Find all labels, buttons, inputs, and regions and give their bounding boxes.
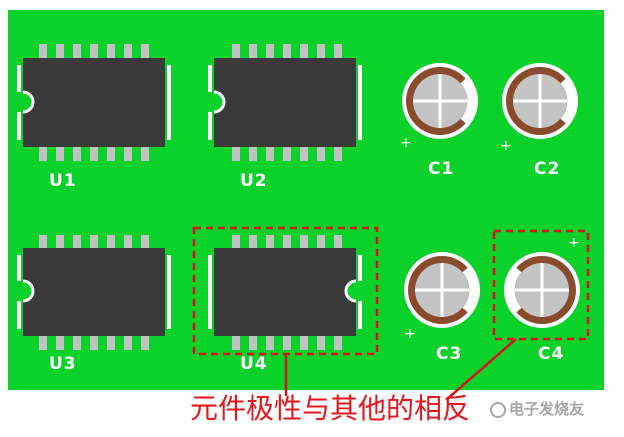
ic-u2 — [208, 44, 362, 161]
label-c4: C4 — [538, 344, 565, 364]
label-c3: C3 — [436, 344, 463, 364]
watermark-logo-icon — [490, 401, 506, 418]
capacitor-c4 — [504, 252, 580, 328]
capacitor-c2 — [502, 63, 578, 139]
label-c2: C2 — [534, 159, 561, 179]
watermark-text: 电子发烧友 — [509, 400, 585, 418]
arrow-c4 — [445, 338, 517, 401]
plus-mark-c4: + — [568, 235, 580, 251]
label-c1: C1 — [428, 159, 455, 179]
label-u1: U1 — [49, 171, 77, 191]
ic-u1 — [17, 44, 171, 161]
watermark: 电子发烧友 — [490, 398, 584, 419]
plus-mark-c3: + — [404, 326, 416, 342]
plus-mark-c2: + — [500, 138, 512, 154]
capacitor-c1 — [402, 63, 478, 139]
label-u3: U3 — [49, 354, 77, 374]
highlight-box-c4 — [492, 229, 590, 341]
ic-u4 — [208, 235, 362, 350]
label-u2: U2 — [240, 171, 268, 191]
ic-u3 — [17, 235, 171, 350]
caption-text: 元件极性与其他的相反 — [190, 392, 471, 425]
plus-mark-c1: + — [400, 135, 412, 151]
label-u4: U4 — [240, 354, 268, 374]
capacitor-c3 — [404, 252, 480, 328]
